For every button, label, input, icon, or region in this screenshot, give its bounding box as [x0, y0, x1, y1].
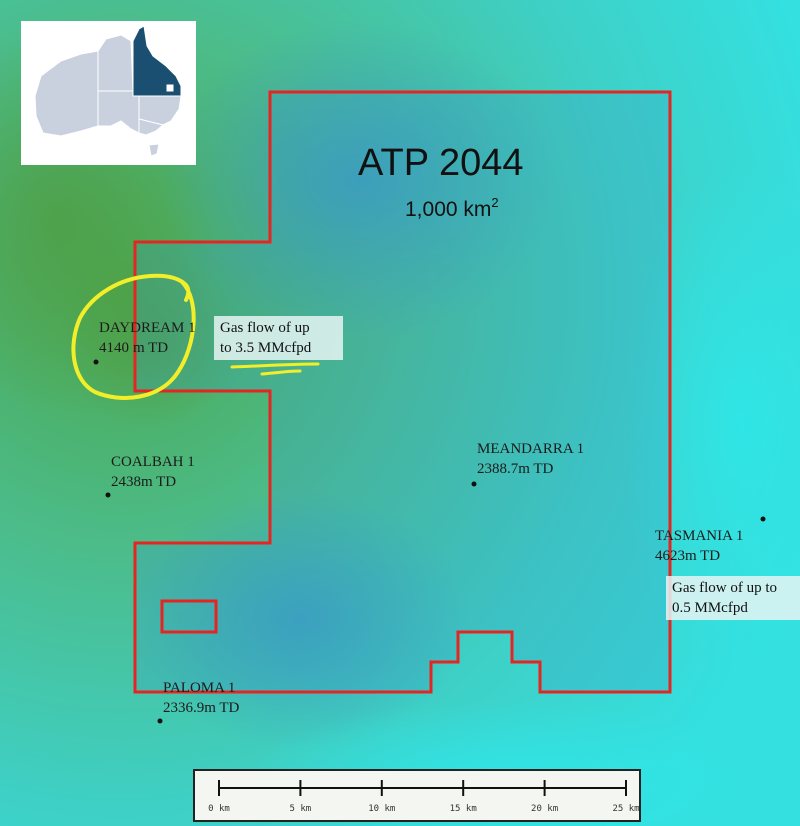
well-depth: 2336.9m TD — [163, 700, 240, 716]
terrain-green-daydream — [60, 250, 240, 430]
block-area-value: 1,000 km — [405, 198, 491, 221]
well-name: TASMANIA 1 — [655, 528, 743, 544]
scale-tick-label: 5 km — [290, 804, 312, 814]
well-depth-value: 4623 — [655, 548, 685, 564]
callout-line: Gas flow of up — [220, 320, 310, 336]
scale-tick-label: 0 km — [208, 804, 230, 814]
highlight-circle — [71, 273, 196, 400]
well-marker[interactable] — [93, 359, 99, 365]
well-name: PALOMA 1 — [163, 680, 235, 696]
well-marker[interactable] — [105, 492, 111, 498]
well-depth-value: 2438 — [111, 474, 141, 490]
scale-tick-label: 10 km — [368, 804, 395, 814]
highlight-underline — [230, 362, 320, 376]
callout-tasmania-gas-flow: Gas flow of up to 0.5 MMcfpd — [666, 576, 800, 620]
scale-tick-label: 20 km — [531, 804, 558, 814]
well-name: MEANDARRA 1 — [477, 441, 584, 457]
excluded-area-box[interactable] — [160, 599, 218, 634]
well-marker[interactable] — [471, 481, 477, 487]
permit-boundary[interactable] — [133, 90, 672, 694]
inset-state-nt — [97, 34, 134, 92]
well-tasmania[interactable]: TASMANIA 1 4623m TD — [655, 516, 766, 565]
australia-inset — [34, 25, 182, 157]
well-depth: 4623m TD — [655, 548, 720, 564]
well-marker[interactable] — [157, 718, 163, 724]
well-meandarra[interactable]: MEANDARRA 1 2388.7m TD — [471, 441, 585, 487]
callout-line: to 3.5 MMcfpd — [220, 340, 312, 356]
callout-line: 0.5 MMcfpd — [672, 600, 748, 616]
well-marker[interactable] — [760, 516, 766, 522]
well-depth-value: 2336.9 — [163, 700, 204, 716]
well-depth-value: 2388.7 — [477, 461, 519, 477]
inset-state-qld — [132, 25, 182, 97]
inset-state-wa — [34, 50, 99, 137]
inset-state-tas — [148, 143, 160, 157]
well-name: DAYDREAM 1 — [99, 320, 196, 336]
terrain-cyan-east — [620, 160, 800, 680]
callout-daydream-gas-flow: Gas flow of up to 3.5 MMcfpd — [214, 316, 343, 360]
terrain-blue-north — [160, 20, 560, 340]
well-depth-unit: m TD — [518, 461, 553, 477]
well-name: COALBAH 1 — [111, 454, 195, 470]
scale-tick-label: 25 km — [612, 804, 639, 814]
well-depth-unit: m TD — [685, 548, 720, 564]
well-depth-unit: m TD — [133, 340, 168, 356]
block-title: ATP 2044 — [358, 142, 524, 184]
terrain-blue-south — [130, 490, 470, 750]
inset-state-sa — [97, 90, 140, 134]
well-depth: 2388.7m TD — [477, 461, 554, 477]
inset-state-vic — [138, 118, 165, 136]
callout-line: Gas flow of up to — [672, 580, 777, 596]
block-area-superscript: 2 — [491, 195, 498, 210]
well-coalbah[interactable]: COALBAH 1 2438m TD — [105, 454, 195, 498]
scale-tick-label: 15 km — [450, 804, 477, 814]
block-area: 1,000 km2 — [405, 195, 499, 221]
well-depth-unit: m TD — [204, 700, 239, 716]
scale-bar: 0 km 5 km 10 km 15 km 20 km 25 km — [193, 769, 641, 822]
well-depth-unit: m TD — [141, 474, 176, 490]
inset-location-map — [21, 21, 196, 165]
well-depth: 2438m TD — [111, 474, 176, 490]
scale-bar-graphic: 0 km 5 km 10 km 15 km 20 km 25 km — [208, 780, 640, 814]
well-paloma[interactable]: PALOMA 1 2336.9m TD — [157, 680, 240, 724]
well-depth-value: 4140 — [99, 340, 129, 356]
inset-location-marker — [166, 84, 174, 92]
